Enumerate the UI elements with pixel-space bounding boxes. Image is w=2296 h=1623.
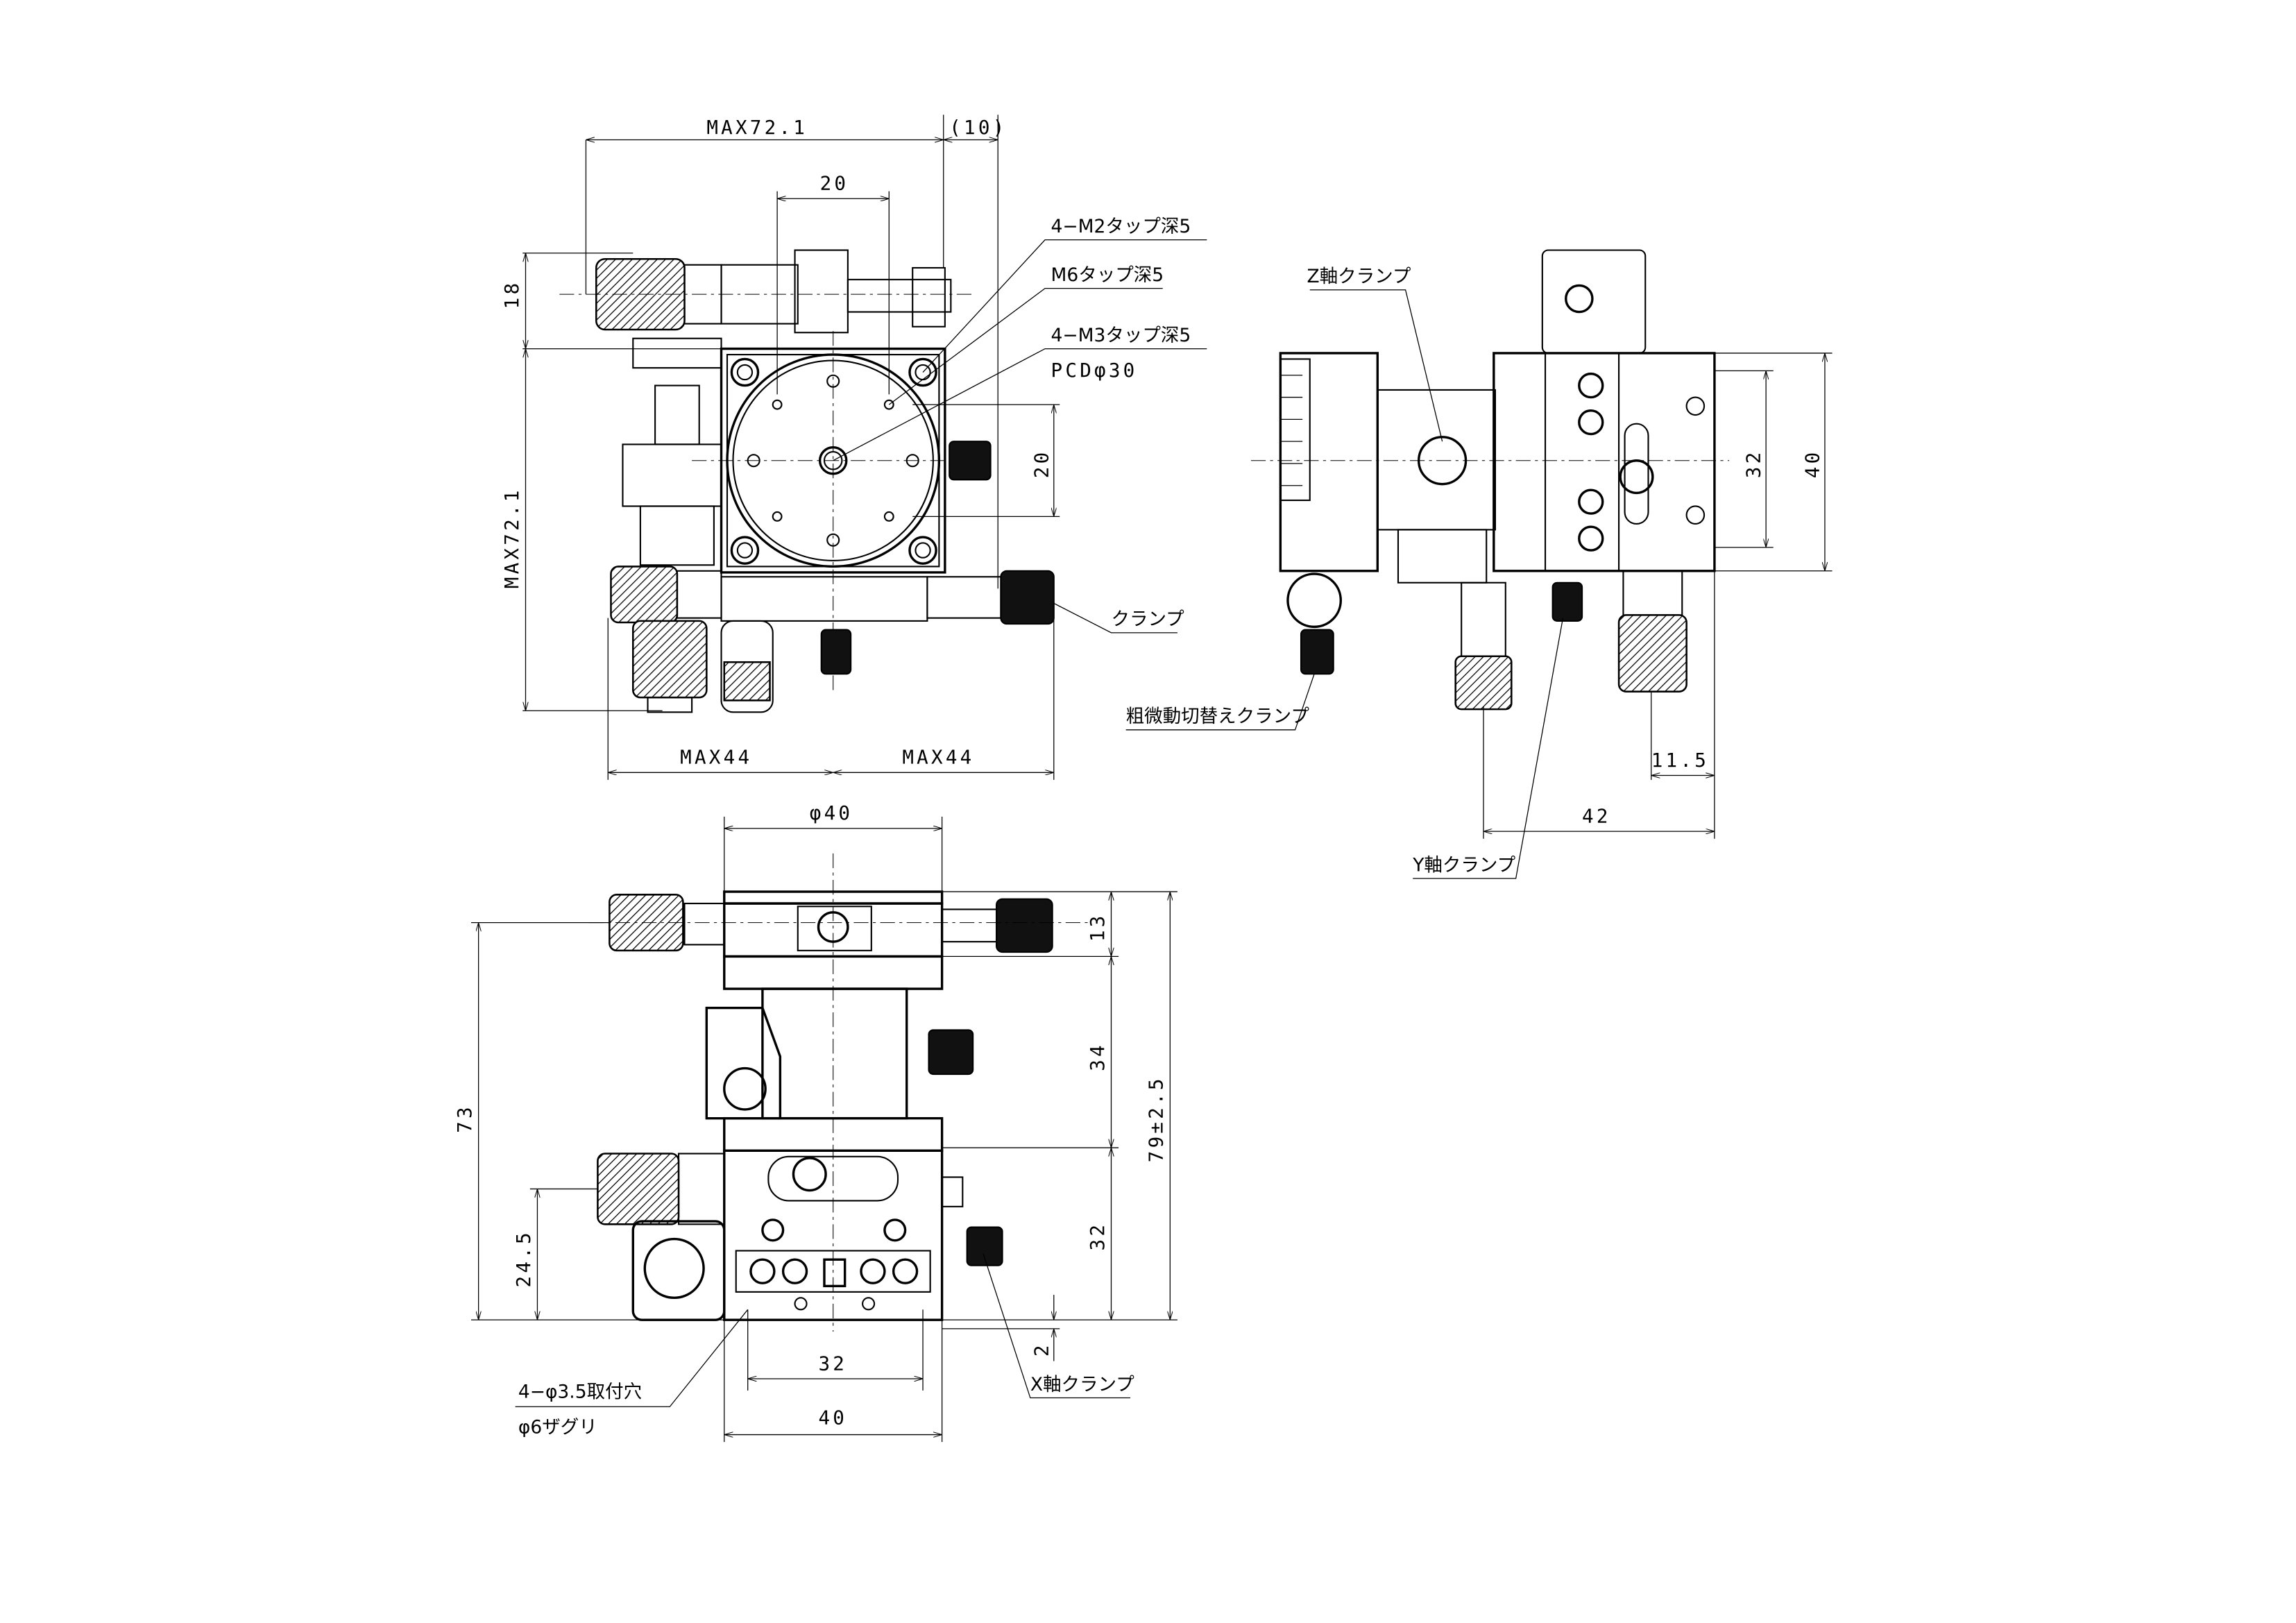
side-view: 32 40 11.5 42 Z軸クランプ 粗微動切替えクランプ Y軸クランプ: [1125, 249, 1832, 879]
dim-10: (10): [949, 117, 1007, 139]
note-coarse-fine-clamp: 粗微動切替えクランプ: [1126, 706, 1310, 727]
clamp-knob: [1000, 570, 1055, 625]
m3-holes: [747, 374, 919, 547]
note-clamp: クランプ: [1111, 609, 1184, 630]
dim-phi40: φ40: [810, 802, 853, 824]
dim-32-bottom: 32: [818, 1352, 847, 1375]
dim-32-right: 32: [1087, 1222, 1109, 1251]
note-counterbore: φ6ザグリ: [518, 1416, 597, 1438]
dim-20-top: 20: [820, 173, 849, 195]
micrometer-knob-left: [610, 566, 679, 624]
note-y-clamp: Y軸クランプ: [1412, 854, 1515, 876]
dim-20-right: 20: [1030, 450, 1053, 479]
note-z-clamp: Z軸クランプ: [1307, 266, 1411, 287]
dim-73: 73: [454, 1104, 476, 1133]
note-m6-tap: M6タップ深5: [1051, 264, 1164, 286]
dim-max44-right: MAX44: [902, 747, 974, 769]
corner-screws: [730, 357, 937, 565]
dim-max72-top: MAX72.1: [706, 117, 808, 139]
dim-42: 42: [1582, 805, 1611, 827]
dim-max44-left: MAX44: [680, 747, 752, 769]
dim-24-5: 24.5: [513, 1230, 535, 1287]
dim-40-side: 40: [1801, 450, 1823, 479]
dial: [1279, 352, 1379, 572]
dim-2: 2: [1030, 1342, 1053, 1357]
dim-79: 79±2.5: [1146, 1076, 1168, 1162]
dim-11-5: 11.5: [1651, 749, 1709, 772]
z-column: [761, 987, 908, 1120]
side-screws: [1578, 372, 1706, 552]
note-pcd30: PCDφ30: [1051, 359, 1138, 382]
front-view: φ40 13 34 32 79±2.5 73 24.5 2 32 40 4−φ3: [454, 802, 1177, 1443]
top-view: MAX72.1 (10) 20 18 MAX72.1 20 MAX44 MAX4…: [501, 114, 1207, 780]
dim-34: 34: [1087, 1042, 1109, 1071]
note-m2-tap: 4−M2タップ深5: [1051, 216, 1191, 237]
note-mount-holes: 4−φ3.5取付穴: [518, 1382, 642, 1403]
dial-scale: [1280, 375, 1303, 486]
dim-32-side: 32: [1743, 450, 1765, 479]
note-m3-tap: 4−M3タップ深5: [1051, 325, 1191, 346]
dim-max72-vertical: MAX72.1: [501, 487, 523, 588]
top-clamp-knob: [996, 898, 1053, 953]
dim-40-bottom: 40: [818, 1407, 847, 1429]
side-body: [1493, 352, 1716, 572]
dim-18: 18: [501, 280, 523, 309]
front-screws: [749, 1258, 919, 1311]
dim-13: 13: [1087, 913, 1109, 942]
note-x-clamp: X軸クランプ: [1030, 1374, 1134, 1395]
